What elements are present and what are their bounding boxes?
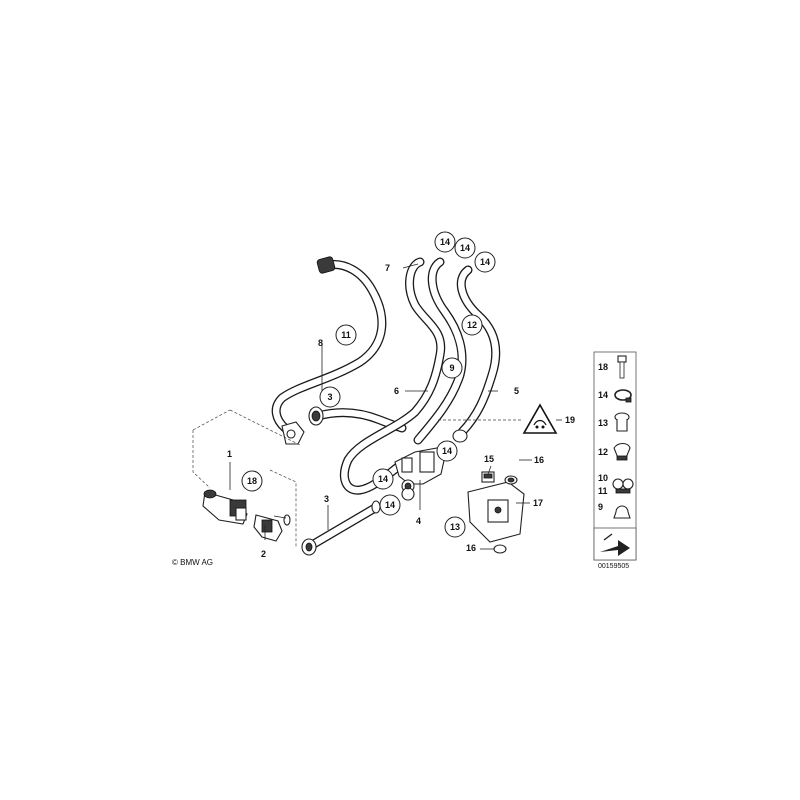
callout-3-lower: 3: [324, 494, 329, 504]
hose-6[interactable]: [340, 257, 446, 495]
warning-label-19[interactable]: [522, 403, 558, 434]
leader-lines: [229, 263, 562, 540]
bracket-clip-icon: [613, 505, 631, 519]
callout-leads-extra: [480, 459, 532, 550]
fastener-legend: 18 14 13 12 10 11 9: [593, 351, 637, 561]
hose-8[interactable]: [271, 256, 387, 445]
bolt-icon: [617, 355, 627, 379]
callout-17: 17: [533, 498, 543, 508]
callout-2: 2: [261, 549, 266, 559]
arrow-icon: [593, 527, 637, 561]
callout-14-d: 14: [442, 446, 452, 456]
callout-14-c: 14: [480, 257, 490, 267]
expanding-rivet-icon: [614, 412, 630, 432]
callout-15: 15: [484, 454, 494, 464]
callout-18: 18: [247, 476, 257, 486]
valve-block-4[interactable]: [394, 447, 446, 501]
callout-3-upper: 3: [327, 392, 332, 402]
legend-label-18: 18: [598, 362, 608, 372]
callout-19: 19: [565, 415, 575, 425]
callout-6: 6: [394, 386, 399, 396]
legend-label-12: 12: [598, 447, 608, 457]
callout-labels: 1 2 3 4 5 6 7 8 15 16 16 17 19: [227, 263, 575, 559]
callout-7: 7: [385, 263, 390, 273]
callout-5: 5: [514, 386, 519, 396]
legend-label-14: 14: [598, 390, 608, 400]
connector-2[interactable]: [253, 514, 291, 542]
callout-4: 4: [416, 516, 421, 526]
callout-8: 8: [318, 338, 323, 348]
pipe-3-lower[interactable]: [301, 500, 381, 556]
hose-clamp-icon: [614, 389, 632, 403]
legend-label-11: 11: [598, 486, 608, 496]
hose-5[interactable]: [452, 265, 501, 443]
copyright-label: © BMW AG: [172, 558, 213, 567]
callout-1: 1: [227, 449, 232, 459]
circled-callouts: 14 14 14 11 12 9 3 14 14 14 18 13: [241, 231, 496, 538]
legend-label-13: 13: [598, 418, 608, 428]
double-clip-icon: [612, 478, 634, 494]
callout-14-f: 14: [385, 500, 395, 510]
callout-14-a: 14: [440, 237, 450, 247]
legend-label-10: 10: [598, 473, 608, 483]
callout-14-b: 14: [460, 243, 470, 253]
callout-13: 13: [450, 522, 460, 532]
bracket-17[interactable]: [467, 471, 525, 554]
guide-lines: [192, 409, 522, 548]
callout-11: 11: [341, 330, 351, 340]
drawing-code: 00159505: [598, 563, 629, 570]
clip-icon: [613, 442, 631, 461]
callout-12: 12: [467, 320, 477, 330]
legend-label-9: 9: [598, 502, 603, 512]
callout-16-bottom: 16: [466, 543, 476, 553]
callout-16-top: 16: [534, 455, 544, 465]
auxiliary-pump-1[interactable]: [202, 489, 248, 525]
hose-9[interactable]: [413, 257, 467, 445]
callout-9: 9: [449, 363, 454, 373]
callout-14-e: 14: [378, 474, 388, 484]
